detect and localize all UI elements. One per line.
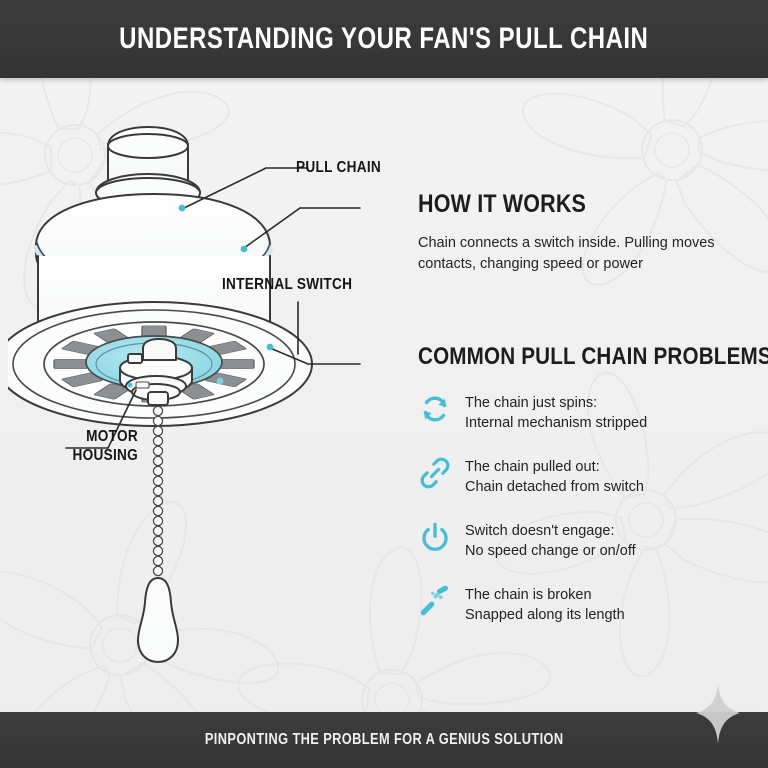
problem-title: Switch doesn't engage: <box>465 522 615 539</box>
problem-detail: No speed change or on/off <box>465 542 636 559</box>
how-it-works-heading: How It Works <box>418 190 587 218</box>
pull-chain-beads <box>152 405 164 577</box>
problem-detail: Snapped along its length <box>465 606 625 623</box>
problem-detail: Internal mechanism stripped <box>465 414 648 431</box>
fan-diagram <box>8 126 361 663</box>
problem-detail: Chain detached from switch <box>465 478 644 495</box>
problem-item-switch-no-engage: Switch doesn't engage: No speed change o… <box>418 519 748 561</box>
problem-list: The chain just spins: Internal mechanism… <box>418 391 748 625</box>
pull-chain-knob <box>137 577 179 663</box>
callout-label-motor-housing-line2: Housing <box>72 446 138 464</box>
content-column: How It Works Chain connects a switch ins… <box>418 190 768 647</box>
page-title: Understanding Your Fan's Pull Chain <box>119 22 649 55</box>
problem-title: The chain is broken <box>465 586 592 603</box>
power-button-icon <box>422 522 448 551</box>
spin-refresh-icon <box>423 396 447 422</box>
broken-chain-icon <box>420 585 448 615</box>
problem-title: The chain pulled out: <box>465 458 600 475</box>
how-it-works-body: Chain connects a switch inside. Pulling … <box>418 235 715 272</box>
problem-item-chain-pulled-out: The chain pulled out: Chain detached fro… <box>418 455 748 497</box>
header-bar: Understanding Your Fan's Pull Chain <box>0 0 768 78</box>
problem-text-chain-pulled-out: The chain pulled out: Chain detached fro… <box>465 455 644 497</box>
chain-link-icon <box>420 457 450 489</box>
pull-chain-socket <box>147 391 169 406</box>
problem-text-chain-broken: The chain is broken Snapped along its le… <box>465 583 625 625</box>
problem-text-switch-no-engage: Switch doesn't engage: No speed change o… <box>465 519 636 561</box>
footer-bar: Pinponting the Problem for a Genius Solu… <box>0 712 768 768</box>
callout-label-pull-chain: Pull Chain <box>296 159 381 176</box>
callout-label-motor-housing-line1: Motor <box>86 428 138 445</box>
footer-tagline: Pinponting the Problem for a Genius Solu… <box>204 731 564 748</box>
callout-label-internal-switch: Internal Switch <box>222 276 353 293</box>
problem-item-chain-spins: The chain just spins: Internal mechanism… <box>418 391 748 433</box>
problem-text-chain-spins: The chain just spins: Internal mechanism… <box>465 391 647 433</box>
problem-item-chain-broken: The chain is broken Snapped along its le… <box>418 583 748 625</box>
common-problems-heading: Common Pull Chain Problems <box>418 342 768 370</box>
callout-label-motor-housing: Motor Housing <box>57 428 138 466</box>
problem-title: The chain just spins: <box>465 394 598 411</box>
